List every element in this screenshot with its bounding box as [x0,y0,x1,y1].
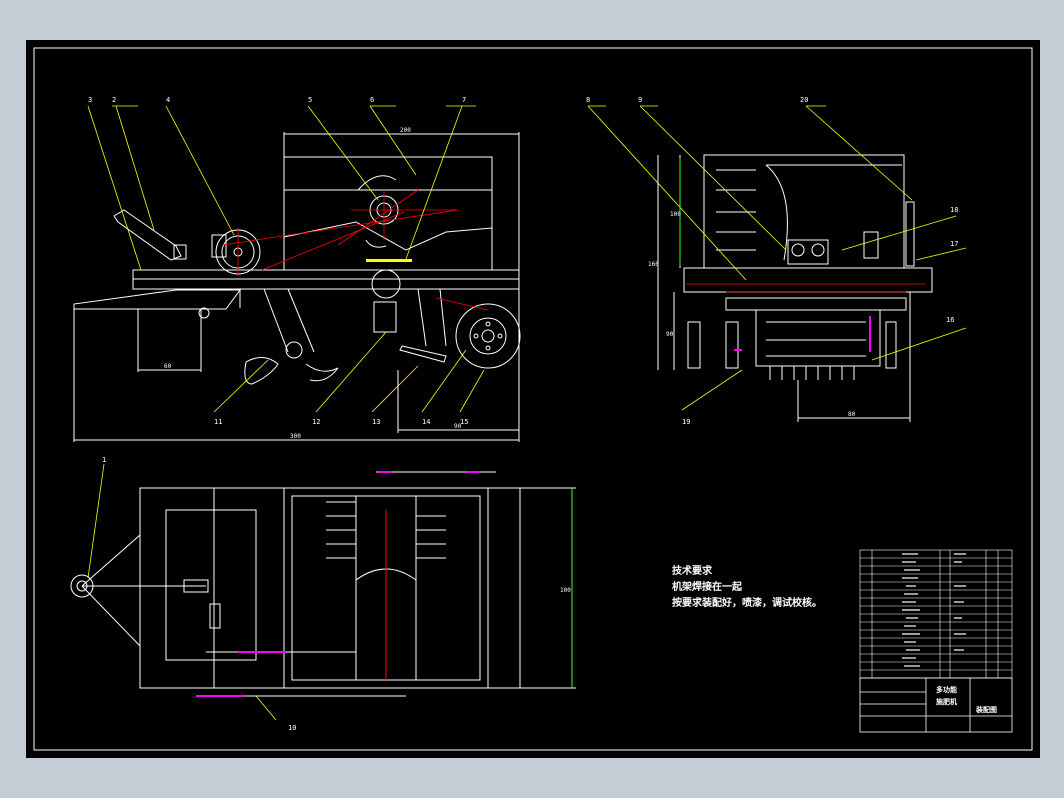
label-2: 2 [112,96,116,104]
title-block [859,677,1013,733]
outer-border [33,47,1033,751]
dim-right-height-2: 160 [648,261,659,268]
label-6: 6 [370,96,374,104]
parts-list [859,549,1013,679]
parts-list-text-marks [902,553,966,667]
dim-right-height-1: 100 [670,211,681,218]
dim-right-bottom: 80 [848,411,856,418]
label-11: 11 [214,418,222,426]
label-15: 15 [460,418,468,426]
plan-view [70,471,576,697]
label-14: 14 [422,418,430,426]
label-16: 16 [946,316,954,324]
front-view [73,132,521,442]
dim-plan-height: 100 [560,587,571,594]
label-4: 4 [166,96,170,104]
title-name-line1: 多功能 [936,685,957,694]
dim-wheel-span: 90 [454,423,462,430]
dim-overall-length: 300 [290,433,301,440]
label-12: 12 [312,418,320,426]
label-17: 17 [950,240,958,248]
title-drawing-type: 装配图 [975,705,997,714]
hopper-outlet-highlight [366,259,412,262]
tech-notes-line2: 按要求装配好，喷漆，调试校核。 [672,596,822,609]
label-9: 9 [638,96,642,104]
title-name-line2: 施肥机 [936,697,957,706]
dimension-lines-green [571,158,681,688]
plan-view-magenta [196,471,480,697]
label-5: 5 [308,96,312,104]
dim-hitch-len: 60 [164,363,172,370]
label-8: 8 [586,96,590,104]
label-18: 18 [950,206,958,214]
dim-top-width: 200 [400,127,411,134]
dim-right-height-3: 90 [666,331,674,338]
label-7: 7 [462,96,466,104]
tech-notes-title: 技术要求 [672,564,713,577]
label-20: 20 [800,96,808,104]
drawing-frame: 3 2 4 5 6 7 8 9 20 18 17 16 19 11 12 13 … [26,40,1040,758]
front-view-centerlines [221,189,489,311]
label-19: 19 [682,418,690,426]
side-view-magenta [734,316,871,352]
label-3: 3 [88,96,92,104]
label-13: 13 [372,418,380,426]
side-view-centerlines [686,283,926,293]
tech-notes-line1: 机架焊接在一起 [672,580,743,593]
label-10: 10 [288,724,296,732]
side-view [657,154,933,422]
leader-lines [87,105,967,721]
label-1: 1 [102,456,106,464]
cad-drawing: 3 2 4 5 6 7 8 9 20 18 17 16 19 11 12 13 … [33,47,1033,751]
